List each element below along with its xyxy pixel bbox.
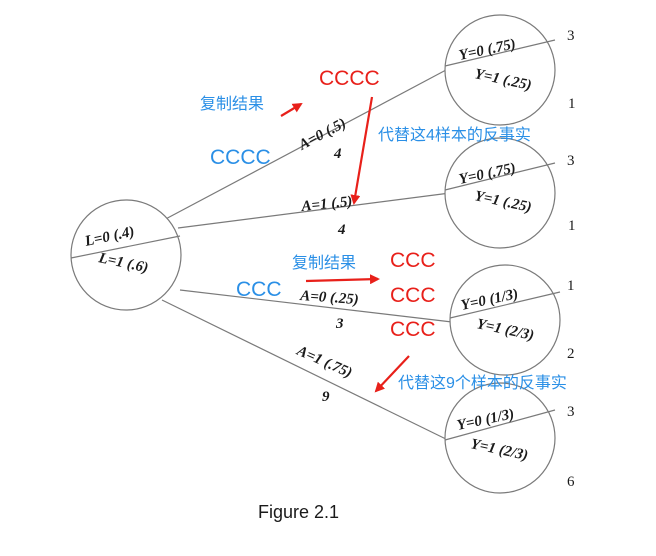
arrow-copy-result-2 [305,274,380,285]
replace-4-text: 代替这4样本的反事实 [378,126,531,144]
arrow-copy-result-1 [280,102,303,117]
leaf-node-4: Y=0 (1/3) Y=1 (2/3) 3 6 [444,382,575,494]
leaf-1-top-count: 3 [567,28,575,44]
leaf-node-3: Y=0 (1/3) Y=1 (2/3) 1 2 [449,264,575,376]
branch-3-label: A=0 (.25) [299,288,360,308]
copy-result-1-text: 复制结果 [200,95,264,113]
branch-1-count: 4 [333,146,342,162]
arrow-replace-9 [374,355,410,393]
leaf-3-bottom-count: 2 [567,346,575,362]
leaf-2-bottom-count: 1 [568,218,576,234]
leaf-node-1: Y=0 (.75) Y=1 (.25) 3 1 [444,14,576,126]
leaf-1-bottom-count: 1 [568,96,576,112]
replace-9-text: 代替这9个样本的反事实 [398,374,567,392]
branch-4-count: 9 [322,389,330,405]
edge-branch-4 [161,299,453,443]
leaf-3-top-count: 1 [567,278,575,294]
leaf-node-2: Y=0 (.75) Y=1 (.25) 3 1 [444,137,576,249]
branch-4-label: A=1 (.75) [293,343,354,382]
tree-edges [159,69,453,443]
edge-branch-3 [179,289,453,323]
branch-2-count: 4 [337,222,346,238]
root-node: L=0 (.4) L=1 (.6) [70,199,182,311]
figure-caption: Figure 2.1 [258,502,339,522]
red-ccc-1-text: CCC [390,249,436,272]
leaf-4-top-count: 3 [567,404,575,420]
leaf-2-top-count: 3 [567,153,575,169]
blue-cccc-text: CCCC [210,146,271,169]
leaf-4-bottom-count: 6 [567,474,575,490]
red-ccc-2-text: CCC [390,284,436,307]
copy-result-2-text: 复制结果 [292,254,356,272]
edge-branch-2 [177,192,451,229]
arrow-replace-4 [350,96,374,205]
branch-3-count: 3 [335,316,344,332]
edge-branch-1 [159,69,447,223]
red-cccc-text: CCCC [319,67,380,90]
branch-2-label: A=1 (.5) [300,194,353,215]
red-ccc-3-text: CCC [390,318,436,341]
blue-ccc-text: CCC [236,278,282,301]
